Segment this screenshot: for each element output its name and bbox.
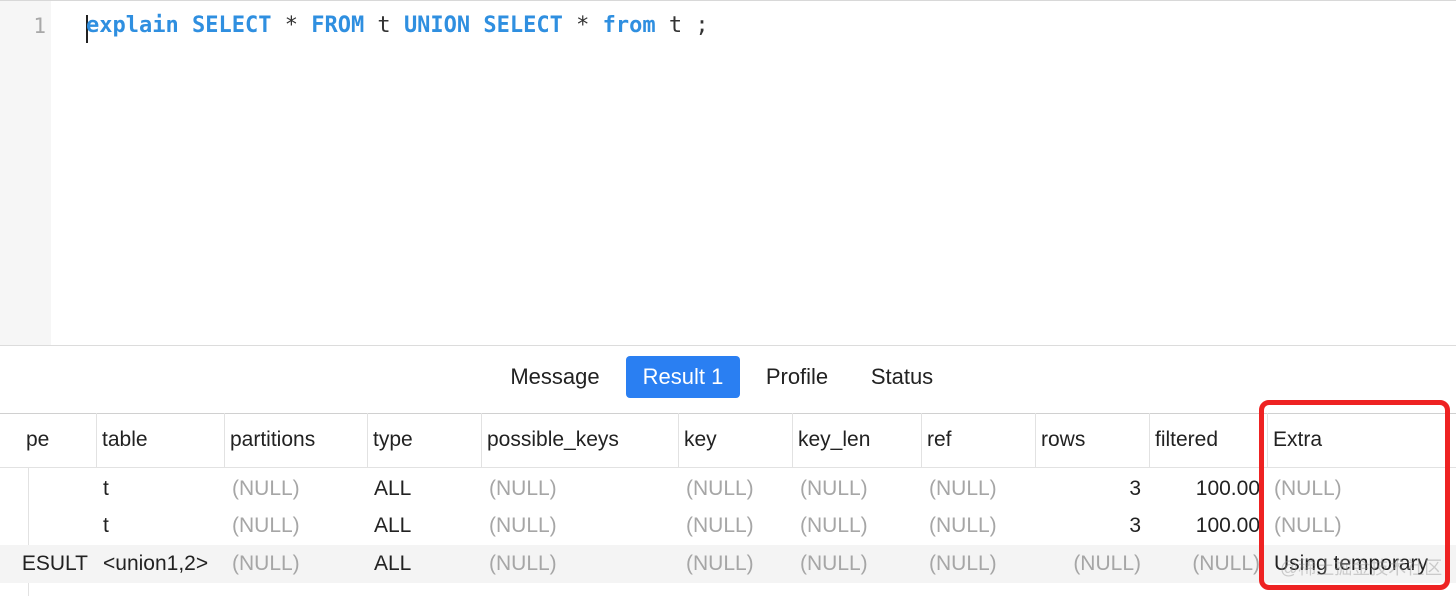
tab-profile[interactable]: Profile <box>765 364 829 389</box>
cell-ref: (NULL) <box>929 514 997 537</box>
cell-key-len: (NULL) <box>800 514 868 537</box>
watermark: @稀土掘金技术社区 <box>1280 558 1443 578</box>
sql-keyword: FROM <box>311 13 365 38</box>
column-header-filtered[interactable]: filtered <box>1149 413 1267 467</box>
text-caret <box>86 15 88 43</box>
cell-key-len: (NULL) <box>800 477 868 500</box>
line-number: 1 <box>33 14 46 38</box>
table-row[interactable]: ESULT <union1,2> (NULL) ALL (NULL) (NULL… <box>0 545 1456 583</box>
column-header-key-len[interactable]: key_len <box>792 413 921 467</box>
column-header-partitions[interactable]: partitions <box>224 413 367 467</box>
cell-extra: Using temporary <box>1274 552 1429 575</box>
cell-select-type <box>0 507 88 545</box>
cell-filtered: (NULL) <box>1192 552 1260 575</box>
column-header-key[interactable]: key <box>678 413 792 467</box>
tab-status[interactable]: Status <box>870 364 934 389</box>
column-header-table[interactable]: table <box>96 413 224 467</box>
table-row[interactable]: t (NULL) ALL (NULL) (NULL) (NULL) (NULL)… <box>0 470 1456 508</box>
cell-key: (NULL) <box>686 552 754 575</box>
grid-left-divider <box>28 467 29 596</box>
sql-text: t <box>364 13 404 38</box>
sql-keyword: SELECT <box>191 13 272 38</box>
column-header-type[interactable]: type <box>367 413 481 467</box>
cell-type: ALL <box>374 552 412 575</box>
cell-ref: (NULL) <box>929 477 997 500</box>
cell-extra: (NULL) <box>1274 477 1342 500</box>
cell-rows: 3 <box>1129 514 1141 537</box>
cell-type: ALL <box>374 514 412 537</box>
sql-keyword: explain <box>86 13 179 38</box>
sql-text <box>179 13 192 38</box>
cell-partitions: (NULL) <box>232 514 300 537</box>
grid-header-row: pe table partitions type possible_keys k… <box>0 413 1456 468</box>
result-tab-bar: Message Result 1 Profile Status <box>0 345 1456 414</box>
line-gutter: 1 <box>0 1 51 346</box>
cell-table: t <box>103 514 109 537</box>
cell-filtered: 100.00 <box>1195 514 1260 537</box>
cell-partitions: (NULL) <box>232 477 300 500</box>
table-row[interactable]: t (NULL) ALL (NULL) (NULL) (NULL) (NULL)… <box>0 507 1456 545</box>
cell-table: t <box>103 477 109 500</box>
cell-possible-keys: (NULL) <box>489 552 557 575</box>
cell-ref: (NULL) <box>929 552 997 575</box>
sql-text: * <box>562 13 603 38</box>
extra-column-highlight-box <box>1259 400 1450 590</box>
tab-message[interactable]: Message <box>510 364 600 389</box>
column-header-possible-keys[interactable]: possible_keys <box>481 413 678 467</box>
cell-select-type: ESULT <box>21 552 88 575</box>
cell-table: <union1,2> <box>103 552 209 575</box>
column-header-extra[interactable]: Extra <box>1267 413 1456 467</box>
sql-keyword: UNION <box>403 13 471 38</box>
sql-text: * <box>271 13 312 38</box>
tab-result-1[interactable]: Result 1 <box>626 356 740 398</box>
result-grid[interactable]: pe table partitions type possible_keys k… <box>0 413 1456 596</box>
cell-type: ALL <box>374 477 412 500</box>
cell-key: (NULL) <box>686 514 754 537</box>
column-header-select-type[interactable]: pe <box>26 428 50 451</box>
cell-rows: (NULL) <box>1073 552 1141 575</box>
cell-filtered: 100.00 <box>1195 477 1260 500</box>
sql-text <box>470 13 483 38</box>
cell-extra: (NULL) <box>1274 514 1342 537</box>
column-header-rows[interactable]: rows <box>1035 413 1149 467</box>
column-header-ref[interactable]: ref <box>921 413 1035 467</box>
sql-keyword: SELECT <box>483 13 563 38</box>
cell-partitions: (NULL) <box>232 552 300 575</box>
cell-key: (NULL) <box>686 477 754 500</box>
cell-select-type <box>0 470 88 508</box>
sql-text: t ; <box>655 13 709 38</box>
cell-key-len: (NULL) <box>800 552 868 575</box>
code-line[interactable]: explain SELECT * FROM t UNION SELECT * f… <box>86 13 709 38</box>
sql-editor[interactable]: 1 explain SELECT * FROM t UNION SELECT *… <box>0 0 1456 346</box>
cell-possible-keys: (NULL) <box>489 477 557 500</box>
sql-keyword: from <box>602 13 656 38</box>
cell-rows: 3 <box>1129 477 1141 500</box>
cell-possible-keys: (NULL) <box>489 514 557 537</box>
